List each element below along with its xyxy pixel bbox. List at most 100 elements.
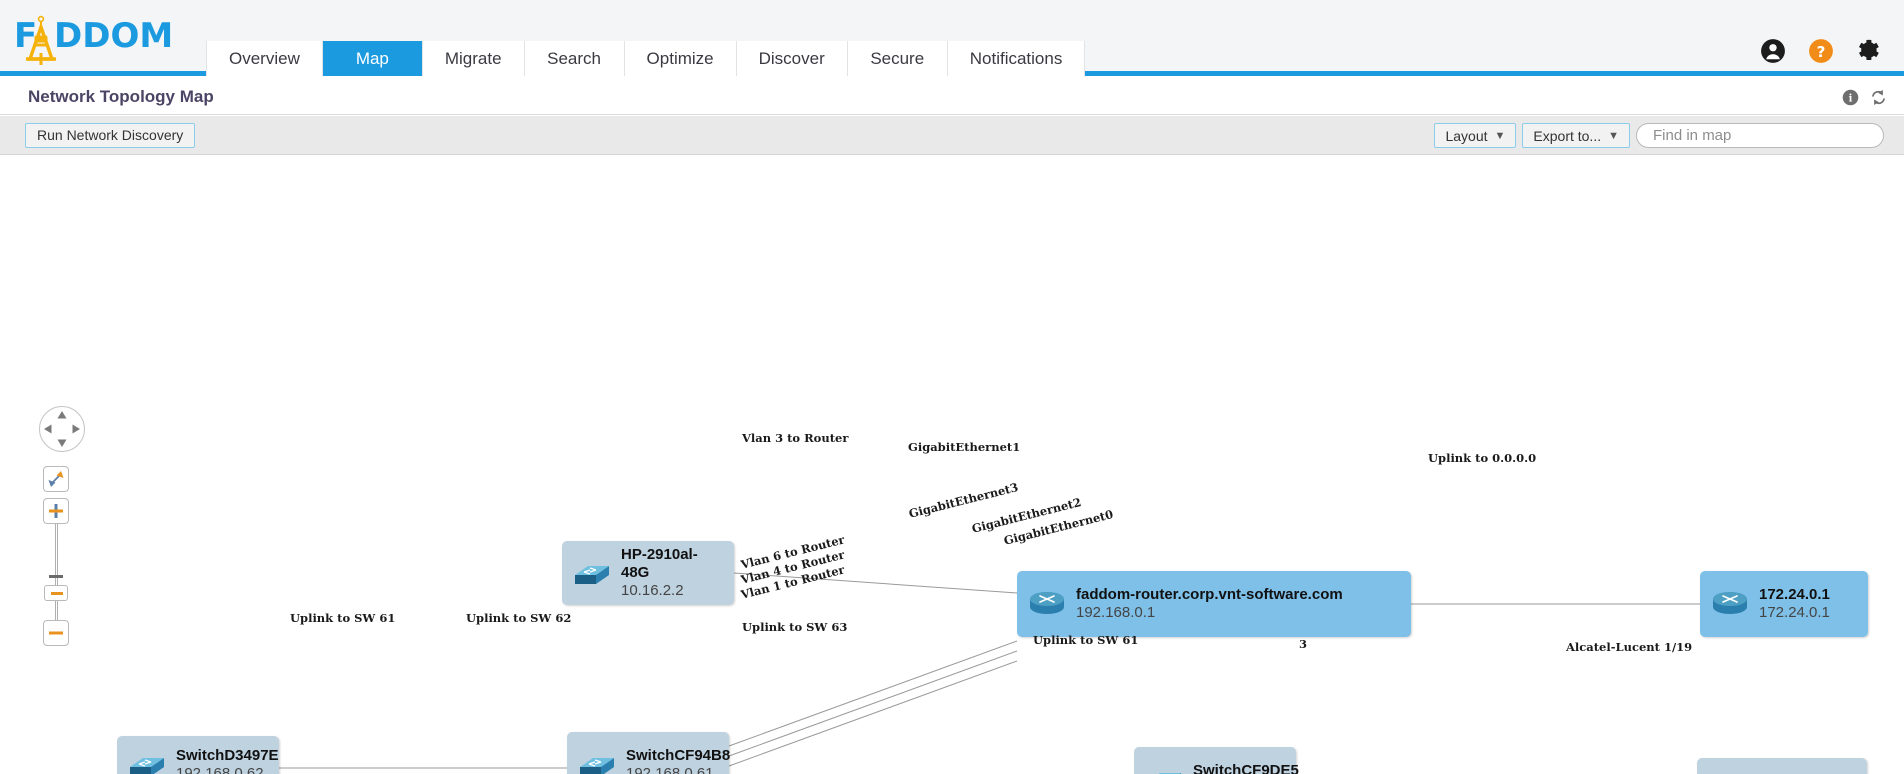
tab-overview-label: Overview [229,48,300,68]
pan-right-arrow-icon [72,424,80,434]
zoom-out-button[interactable] [43,620,69,646]
edge-label: Uplink to SW 61 [1033,633,1139,647]
run-network-discovery-button[interactable]: Run Network Discovery [25,123,196,148]
tab-secure[interactable]: Secure [847,41,948,76]
node-172-24-0-1[interactable]: 172.24.0.1 172.24.0.1 [1700,571,1868,637]
edge-label: 3 [1299,637,1308,651]
switch-icon [130,758,164,774]
edge-label: Uplink to SW 62 [466,611,572,625]
page-title: Network Topology Map [28,87,214,106]
node-ip: 192.168.0.62 [176,765,264,774]
svg-text:i: i [1849,93,1853,104]
main-nav-tabs: Overview Map Migrate Search Optimize Dis… [206,41,1086,76]
tab-search[interactable]: Search [524,41,625,76]
fit-to-screen-button[interactable] [43,466,69,492]
edge-label: Uplink to 0.0.0.0 [1428,451,1537,465]
node-name: faddom-router.corp.vnt-software.com [1076,585,1343,603]
title-bar-icon-group: i [1842,88,1888,107]
node-label-group: vxTarget 192.168.0.254 [1756,773,1852,774]
minus-icon [49,631,63,635]
topology-edges-layer [279,572,1700,769]
svg-text:F: F [14,16,37,56]
layout-label: Layout [1445,127,1488,144]
export-label: Export to... [1533,127,1602,144]
map-navigation-controls [38,405,94,646]
tab-secure-label: Secure [870,48,925,68]
chevron-down-icon: ▼ [1494,129,1506,142]
tab-overview[interactable]: Overview [206,41,323,76]
edge-label: GigabitEthernet1 [908,440,1021,454]
node-label-group: SwitchD3497E 192.168.0.62 [176,747,279,774]
layout-dropdown-button[interactable]: Layout ▼ [1434,123,1517,148]
account-icon[interactable] [1760,38,1786,64]
switch-icon [580,758,614,774]
expand-arrows-icon [48,471,64,487]
plus-icon [49,504,63,518]
switch-icon [1158,773,1181,774]
node-name: HP-2910al-48G [621,545,698,581]
pan-down-arrow-icon [57,439,67,447]
tab-optimize-label: Optimize [646,48,714,68]
node-name: SwitchD3497E [176,746,279,764]
node-switchd3497e[interactable]: SwitchD3497E 192.168.0.62 [117,736,279,774]
pan-left-arrow-icon [44,424,52,434]
node-name: vxTarget [1756,773,1852,774]
switch-icon [575,566,609,584]
help-icon[interactable]: ? [1808,38,1834,64]
node-vxtarget[interactable]: vxTarget 192.168.0.254 [1697,758,1867,774]
edge-line-hp2910-router[interactable] [733,572,1018,594]
edge-line-sw61-router-g0[interactable] [728,660,1018,767]
zoom-slider-handle[interactable] [44,585,68,601]
zoom-in-button[interactable] [43,498,69,524]
node-label-group: SwitchCF94B8 192.168.0.61 [626,747,730,774]
node-ip: 172.24.0.1 [1759,604,1830,621]
page-title-bar: Network Topology Map i [0,81,1904,115]
tab-search-label: Search [547,48,601,68]
toolbar-right-group: Layout ▼ Export to... ▼ Find in map [1434,123,1884,148]
node-switchcf9de5[interactable]: SwitchCF9DE5 192.168.0.63 [1134,747,1299,774]
topology-map-canvas[interactable]: HP-2910al-48G 10.16.2.2 faddom-router.co… [0,156,1904,774]
tab-notifications[interactable]: Notifications [947,41,1086,76]
app-header: F DDOM Overview Map Migrate Search Optim… [0,0,1904,76]
node-ip: 192.168.0.61 [626,765,714,774]
map-toolbar: Run Network Discovery Layout ▼ Export to… [0,116,1904,155]
router-icon [1030,592,1064,614]
tab-map[interactable]: Map [322,41,423,76]
edge-line-sw61-router-g3[interactable] [728,640,1018,747]
find-in-map-input[interactable]: Find in map [1636,123,1884,148]
info-icon[interactable]: i [1842,89,1859,106]
edge-label: Vlan 3 to Router [742,431,849,445]
svg-text:?: ? [1817,43,1826,61]
node-name: SwitchCF94B8 [626,746,731,764]
edge-label: Uplink to SW 61 [290,611,396,625]
tab-migrate[interactable]: Migrate [422,41,525,76]
refresh-icon[interactable] [1869,88,1888,107]
tab-map-label: Map [355,48,389,68]
edge-line-sw61-router-g2[interactable] [728,650,1018,757]
node-label-group: faddom-router.corp.vnt-software.com 192.… [1076,586,1343,623]
svg-text:DDOM: DDOM [54,16,173,56]
pan-wheel-control[interactable] [38,405,86,453]
tab-discover[interactable]: Discover [736,41,848,76]
find-in-map-placeholder: Find in map [1653,127,1732,144]
edge-label: Alcatel-Lucent 1/19 [1566,640,1693,654]
node-faddom-router[interactable]: faddom-router.corp.vnt-software.com 192.… [1017,571,1411,637]
faddom-logo-icon: F DDOM [14,15,173,65]
settings-gear-icon[interactable] [1856,38,1882,64]
node-label-group: SwitchCF9DE5 192.168.0.63 [1193,762,1299,774]
tab-notifications-label: Notifications [969,48,1063,68]
faddom-logo[interactable]: F DDOM [14,13,204,65]
node-hp-2910al-48g[interactable]: HP-2910al-48G 10.16.2.2 [562,541,734,605]
tab-discover-label: Discover [758,48,825,68]
node-switchcf94b8[interactable]: SwitchCF94B8 192.168.0.61 [567,732,730,774]
edge-lines [279,572,1700,769]
zoom-slider-track[interactable] [55,524,58,620]
router-icon [1713,592,1747,614]
zoom-handle-bar-icon [51,592,63,595]
node-ip: 192.168.0.1 [1076,604,1156,621]
chevron-down-icon: ▼ [1608,129,1619,142]
export-dropdown-button[interactable]: Export to... ▼ [1522,123,1630,148]
header-icon-group: ? [1760,38,1882,64]
tab-optimize[interactable]: Optimize [624,41,737,76]
